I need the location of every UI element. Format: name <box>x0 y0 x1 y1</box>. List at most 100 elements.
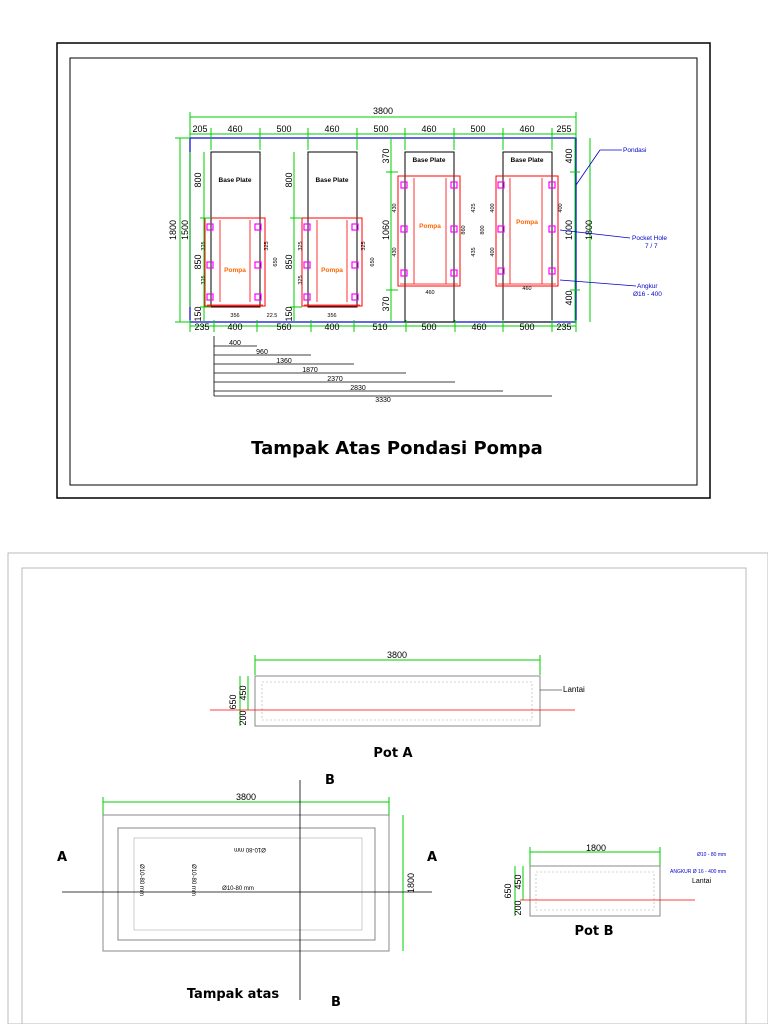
mid-dim: 150 <box>284 306 294 321</box>
mid-dim: 370 <box>381 296 391 311</box>
pump-3 <box>397 175 461 287</box>
top-dim: 460 <box>227 124 242 134</box>
pump-outlines <box>204 175 559 307</box>
inner-dim: 435 <box>471 247 477 256</box>
bottom-dim: 500 <box>421 322 436 332</box>
callout-labels: Pondasi Pocket Hole 7 / 7 Angkur Ø16 - 4… <box>623 147 667 298</box>
top-dim: 500 <box>470 124 485 134</box>
cum-dim: 2370 <box>327 376 343 383</box>
mid-dim: 850 <box>284 254 294 269</box>
inner-dim: 325 <box>264 241 270 250</box>
callout-leaders <box>559 149 637 287</box>
base-plate-label: Base Plate <box>413 157 446 164</box>
cumulative-labels: 400 960 1360 1870 2370 2830 3330 <box>229 340 391 404</box>
right-dim: 400 <box>564 290 574 305</box>
pump-label: Pompa <box>516 219 538 226</box>
plan-rebar-label: Ø10-80 mm <box>138 864 144 896</box>
bottom-dimension-labels: 235 400 560 400 510 500 460 500 235 <box>194 322 571 332</box>
top-dim: 500 <box>276 124 291 134</box>
inner-dim: 325 <box>361 241 367 250</box>
top-dim: 205 <box>192 124 207 134</box>
pot-a-title: Pot A <box>373 746 412 761</box>
inner-dim: 400 <box>558 203 564 212</box>
base-plate-label: Base Plate <box>219 177 252 184</box>
pump-label: Pompa <box>419 223 441 230</box>
pot-a-section: Lantai 3800 650 450 200 Pot A <box>210 650 585 761</box>
section-a-left: A <box>57 850 67 865</box>
inner-dim: 430 <box>392 247 398 256</box>
cum-dim: 3330 <box>375 397 391 404</box>
bottom-dim: 400 <box>324 322 339 332</box>
plan-rebar-label: Ø10-80 mm <box>190 864 196 896</box>
inner-dim: 650 <box>370 257 376 266</box>
left-dim: 1800 <box>168 220 178 240</box>
base-plate-3 <box>404 151 455 323</box>
base-plate-label: Base Plate <box>316 177 349 184</box>
pump-inner-dims <box>207 178 556 306</box>
pondasi-label: Pondasi <box>623 147 647 154</box>
angkur-label: Angkur <box>637 283 658 290</box>
base-plate-4 <box>502 151 553 323</box>
cum-dim: 2830 <box>350 385 366 392</box>
inner-dim: 860 <box>461 225 467 234</box>
bottom-dim: 235 <box>194 322 209 332</box>
section-b-top: B <box>325 773 335 788</box>
pot-b-angkur-label: ANGKUR Ø 16 - 400 mm <box>670 869 726 875</box>
pump-label: Pompa <box>321 267 343 274</box>
plan-view: 3800 1800 Ø10-80 mm Ø10-80 mm Ø10-80 mm … <box>57 773 437 1010</box>
sheet1-outer-frame <box>56 42 711 499</box>
pot-a-h200: 200 <box>238 710 248 725</box>
bottom-dimension-chain <box>189 320 577 332</box>
base-plate-1 <box>210 151 261 308</box>
inner-dim: 400 <box>490 247 496 256</box>
bottom-dim: 560 <box>276 322 291 332</box>
left-dim: 850 <box>193 254 203 269</box>
pot-b-width: 1800 <box>586 843 606 853</box>
pump-labels: Pompa Pompa Pompa Pompa <box>224 219 538 274</box>
pot-b-title: Pot B <box>574 924 613 939</box>
left-dim: 1500 <box>180 220 190 240</box>
base-plate-2 <box>307 151 358 308</box>
plan-height: 1800 <box>406 873 416 893</box>
inner-dim: 400 <box>490 203 496 212</box>
inner-dim: 356 <box>327 313 336 319</box>
pot-b-h450: 450 <box>513 874 523 889</box>
bottom-dim: 235 <box>556 322 571 332</box>
left-dimension-chains <box>175 137 591 323</box>
sheet2-outer-frame <box>7 552 768 1024</box>
inner-dim: 325 <box>298 275 304 284</box>
mid-dim: 370 <box>381 148 391 163</box>
top-dim: 460 <box>421 124 436 134</box>
pot-b-outline <box>529 865 661 917</box>
pump-2 <box>301 217 363 307</box>
pot-a-width: 3800 <box>387 650 407 660</box>
pot-b-section: 1800 650 450 200 Ø10 - 80 mm ANGKUR Ø 16… <box>503 843 726 939</box>
pump-label: Pompa <box>224 267 246 274</box>
base-plate-labels: Base Plate Base Plate Base Plate Base Pl… <box>219 157 544 184</box>
plan-rebar <box>133 837 363 931</box>
bottom-dim: 400 <box>227 322 242 332</box>
pocket-hole-size: 7 / 7 <box>645 243 658 250</box>
pot-b-rebar <box>535 871 655 911</box>
top-dim: 500 <box>373 124 388 134</box>
bottom-dim: 460 <box>471 322 486 332</box>
plan-rebar-label: Ø10-80 mm <box>234 846 266 852</box>
bottom-dim: 500 <box>519 322 534 332</box>
mid-dim: 1060 <box>381 220 391 240</box>
inner-dim: 425 <box>471 203 477 212</box>
pot-b-rebar-label: Ø10 - 80 mm <box>697 852 726 858</box>
cum-dim: 1360 <box>276 358 292 365</box>
bottom-dim: 510 <box>372 322 387 332</box>
pump-1 <box>204 217 266 307</box>
base-plate-label: Base Plate <box>511 157 544 164</box>
right-dim: 400 <box>564 148 574 163</box>
right-dim: 1000 <box>564 220 574 240</box>
right-dim: 1800 <box>584 220 594 240</box>
pot-b-h650: 650 <box>503 883 513 898</box>
sheet1-title: Tampak Atas Pondasi Pompa <box>251 438 543 459</box>
inner-dim: 22.5 <box>267 313 278 319</box>
cum-dim: 1870 <box>302 367 318 374</box>
inner-dim: 460 <box>522 286 531 292</box>
top-dim: 460 <box>519 124 534 134</box>
pot-b-h200: 200 <box>513 900 523 915</box>
